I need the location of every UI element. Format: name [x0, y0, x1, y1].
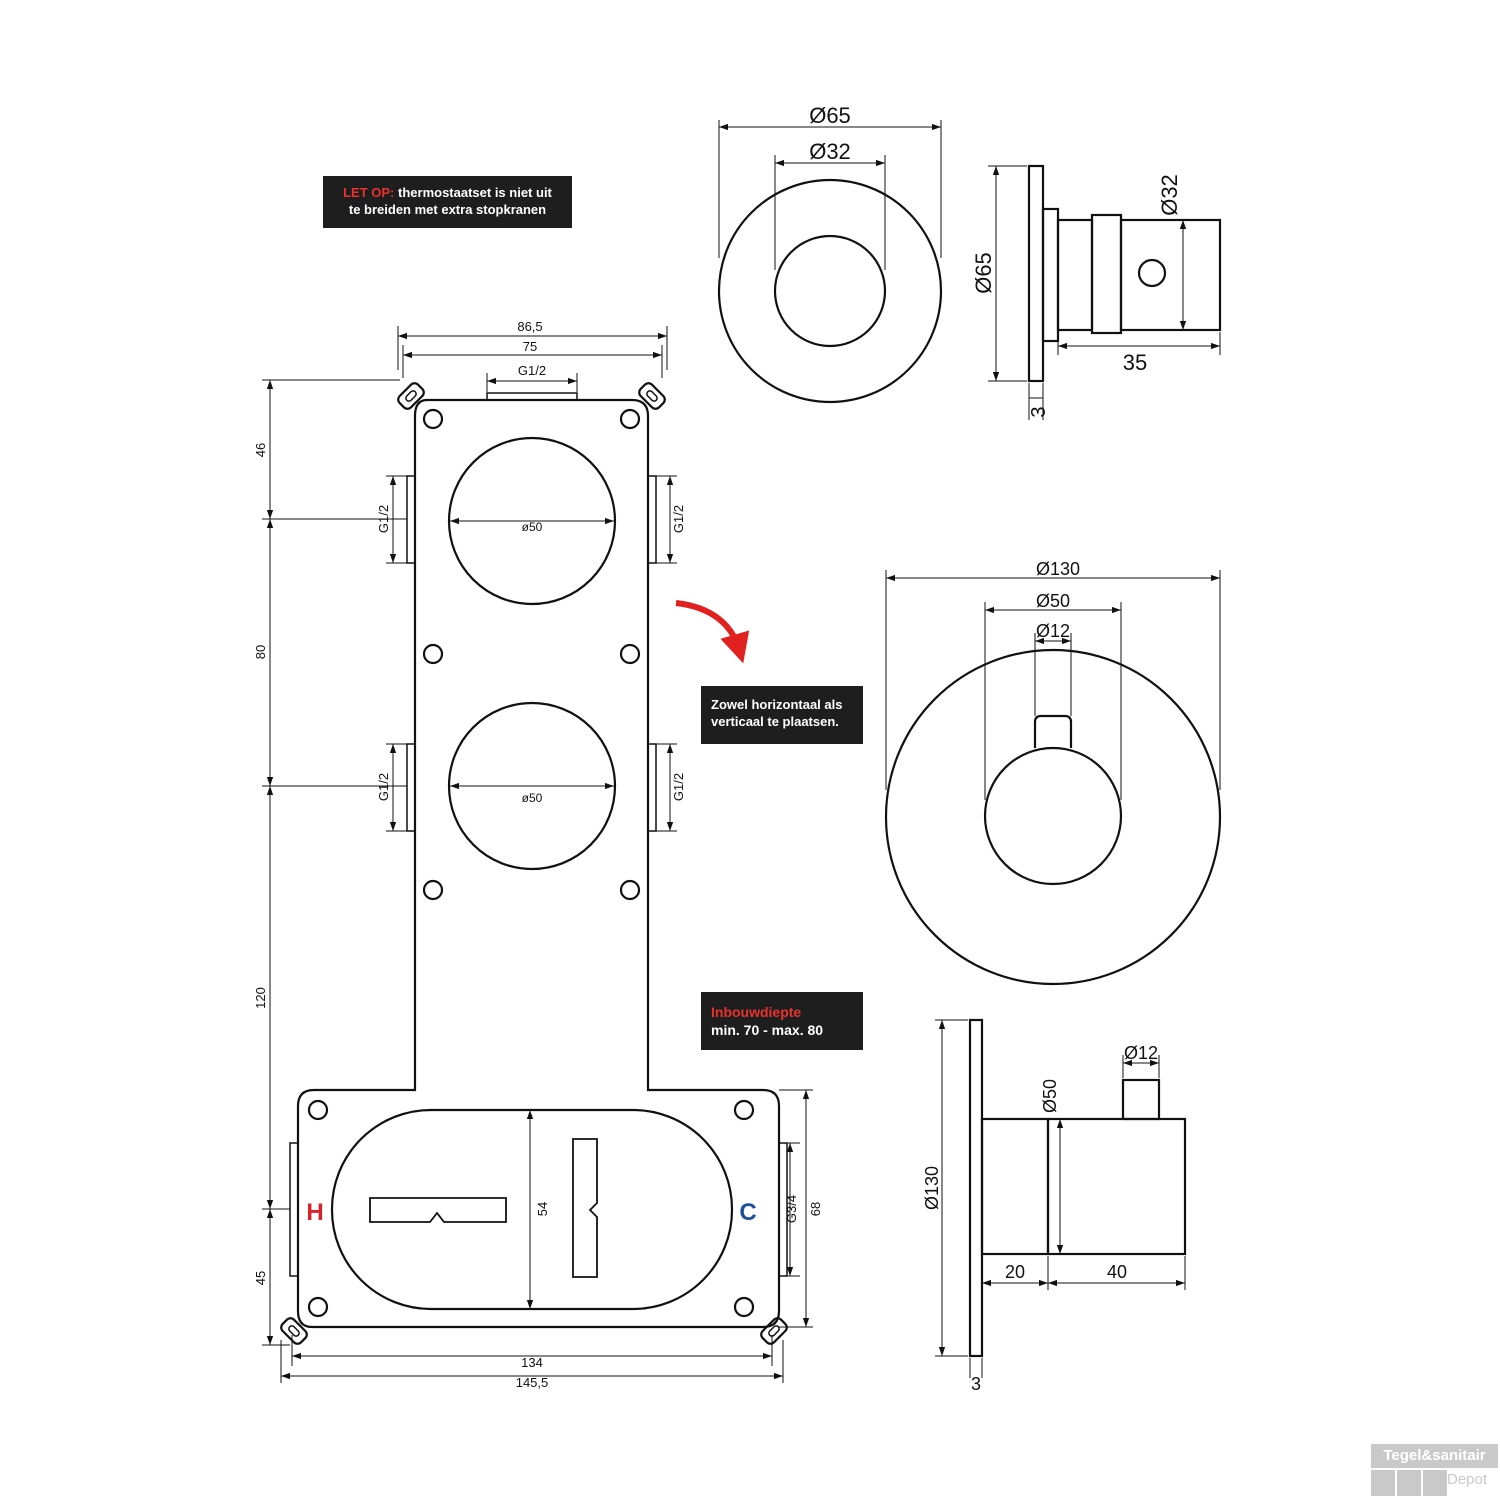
- hot-label: H: [306, 1199, 323, 1226]
- dim-45: 45: [253, 1271, 268, 1285]
- corner-bracket-br: [760, 1317, 788, 1345]
- large-side-knob-dim: Ø50: [1040, 1079, 1060, 1113]
- dim-46: 46: [253, 443, 268, 457]
- screw-hole: [422, 643, 444, 665]
- cold-label: C: [739, 1199, 756, 1226]
- orientation-line1: Zowel horizontaal als: [711, 697, 843, 712]
- screw-hole: [619, 643, 641, 665]
- dim-side-port-r1: G1/2: [671, 505, 686, 533]
- small-side-knob-dim: Ø32: [1157, 174, 1182, 216]
- depth-value: min. 70 - max. 80: [711, 1022, 824, 1039]
- logo-tile-icon: [1397, 1470, 1421, 1496]
- small-side-height-dim: Ø65: [971, 252, 996, 294]
- warning-note: LET OP: thermostaatset is niet uit te br…: [323, 176, 572, 228]
- logo-grid-icon: [1423, 1470, 1447, 1496]
- brand-logo: Tegel&sanitair Depot: [1371, 1444, 1498, 1496]
- mixer-slot-vertical: [572, 1138, 598, 1278]
- screw-hole: [619, 408, 641, 430]
- warning-line1: thermostaatset is niet uit: [398, 185, 552, 200]
- corner-bracket-tl: [397, 382, 425, 410]
- large-front-outer-dim: Ø130: [1036, 559, 1080, 579]
- small-rosette-side: [1027, 164, 1222, 383]
- dim-side-port-l1: G1/2: [376, 505, 391, 533]
- body-dimension-labels: 86,5 75 G1/2 46 80 120 45 G1/2 G1/2 G1/2…: [253, 319, 823, 1390]
- small-front-outer-dim: Ø65: [809, 103, 851, 128]
- large-rosette-side: [968, 1018, 1187, 1358]
- dim-134: 134: [521, 1355, 543, 1370]
- valve-cutout-1: [447, 436, 617, 606]
- large-side-40-dim: 40: [1107, 1262, 1127, 1282]
- warning-prefix: LET OP:: [343, 185, 395, 200]
- orientation-note: Zowel horizontaal als verticaal te plaat…: [701, 686, 863, 744]
- valve-cutout-2: [447, 701, 617, 871]
- logo-line2: Depot: [1447, 1471, 1488, 1488]
- small-side-plate-dim: 3: [1028, 406, 1050, 417]
- screw-hole: [619, 879, 641, 901]
- large-side-20-dim: 20: [1005, 1262, 1025, 1282]
- side-port: [406, 743, 416, 832]
- rotate-arrow: [675, 600, 750, 664]
- dim-hole-2: ø50: [522, 791, 543, 805]
- large-side-plate-dim: 3: [971, 1374, 981, 1394]
- dim-side-port-l2: G1/2: [376, 773, 391, 801]
- corner-bracket-tr: [638, 382, 666, 410]
- large-side-spindle-dim: Ø12: [1124, 1043, 1158, 1063]
- thermostat-cavity: [330, 1108, 734, 1311]
- small-side-length-dim: 35: [1123, 350, 1147, 375]
- dim-145-5: 145,5: [516, 1375, 549, 1390]
- dim-80: 80: [253, 645, 268, 659]
- body-outline: [296, 398, 781, 1329]
- side-port: [647, 743, 657, 832]
- logo-line2-row: Depot: [1371, 1470, 1498, 1496]
- top-port: [486, 392, 578, 401]
- side-port: [406, 475, 416, 564]
- screw-hole: [307, 1296, 329, 1318]
- depth-note: Inbouwdiepte min. 70 - max. 80: [701, 992, 863, 1050]
- small-front-inner-dim: Ø32: [809, 139, 851, 164]
- logo-line1: Tegel&sanitair: [1371, 1444, 1498, 1468]
- dim-120: 120: [253, 987, 268, 1009]
- side-port: [647, 475, 657, 564]
- screw-hole: [733, 1099, 755, 1121]
- large-rosette-front: [884, 648, 1222, 986]
- dim-68: 68: [808, 1202, 823, 1216]
- dim-side-port-r2: G1/2: [671, 773, 686, 801]
- screw-hole: [307, 1099, 329, 1121]
- screw-hole: [422, 879, 444, 901]
- screw-hole: [422, 408, 444, 430]
- dim-g3-4: G3/4: [784, 1195, 799, 1223]
- screw-hole: [733, 1296, 755, 1318]
- dim-top-port: G1/2: [518, 363, 546, 378]
- large-front-knob-dim: Ø50: [1036, 591, 1070, 611]
- corner-bracket-bl: [280, 1317, 308, 1345]
- logo-drop-icon: [1371, 1470, 1395, 1496]
- small-rosette-front: [717, 178, 943, 404]
- dim-75: 75: [523, 339, 537, 354]
- side-port-hot: [289, 1142, 299, 1277]
- large-side-height-dim: Ø130: [922, 1166, 942, 1210]
- warning-line2: te breiden met extra stopkranen: [348, 201, 547, 217]
- orientation-line2: verticaal te plaatsen.: [711, 713, 839, 729]
- dim-54: 54: [535, 1202, 550, 1216]
- dim-hole-1: ø50: [522, 520, 543, 534]
- dim-86-5: 86,5: [517, 319, 542, 334]
- large-front-spindle-dim: Ø12: [1036, 621, 1070, 641]
- depth-title: Inbouwdiepte: [711, 1004, 802, 1020]
- mixer-slot-horizontal: [369, 1197, 507, 1223]
- body-dimension-lines: [262, 326, 813, 1383]
